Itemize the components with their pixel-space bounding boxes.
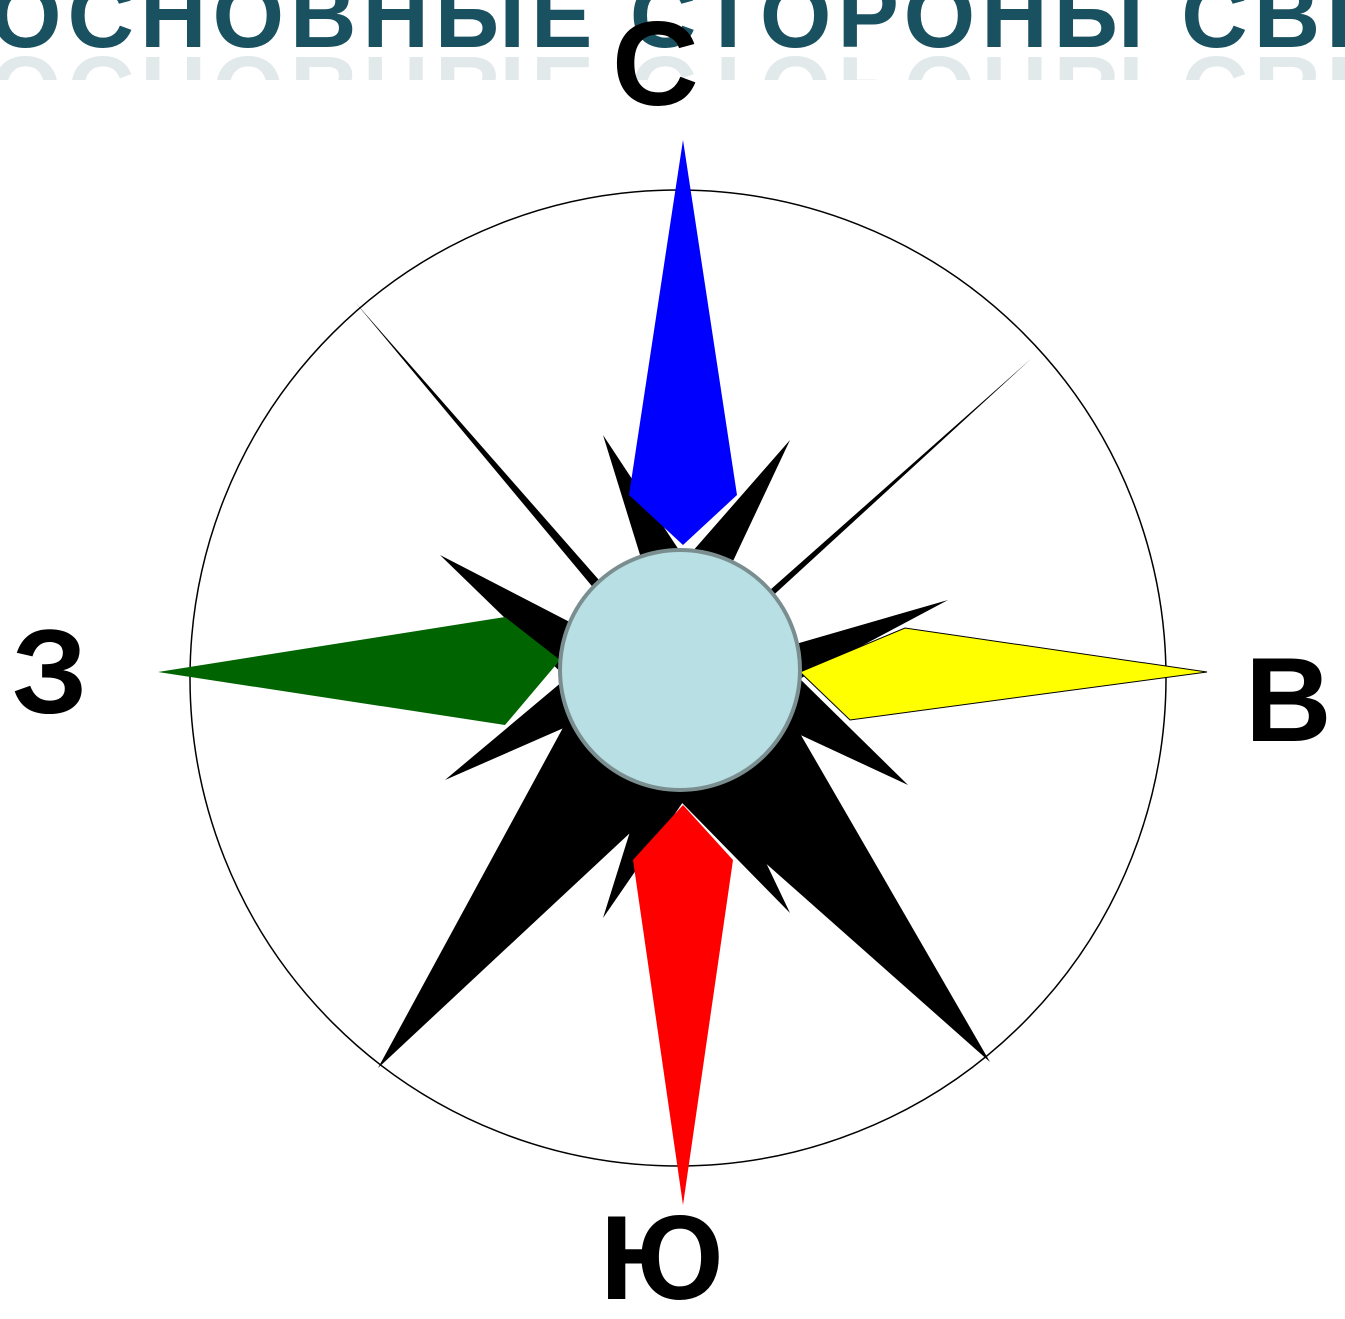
compass-center <box>560 550 800 790</box>
label-north: С <box>612 4 699 124</box>
ray-north <box>629 140 737 545</box>
ray-west <box>158 617 560 725</box>
ray-south <box>633 805 733 1205</box>
label-west: З <box>12 612 87 732</box>
label-east: В <box>1245 640 1332 760</box>
label-south: Ю <box>600 1198 724 1318</box>
